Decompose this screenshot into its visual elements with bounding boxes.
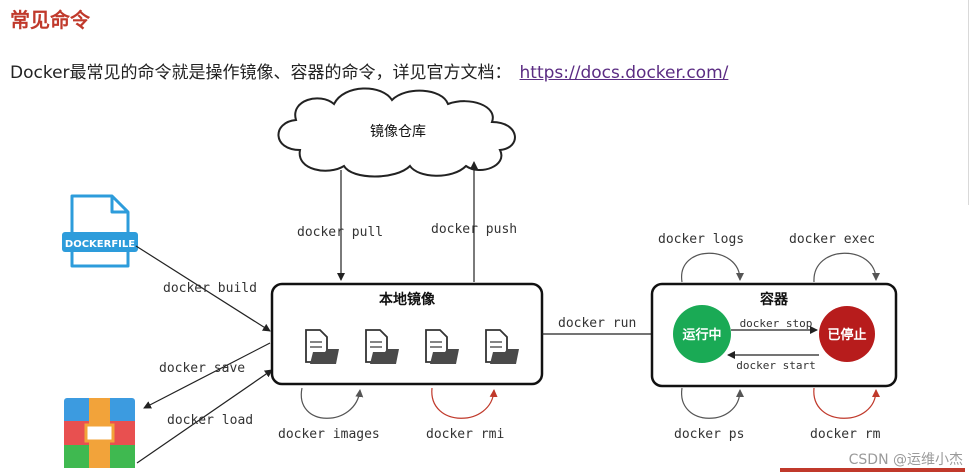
cmd-pull-label: docker pull: [297, 225, 383, 240]
footer-accent-bar: [780, 468, 965, 472]
running-state-badge: [673, 305, 731, 363]
rmi-loop-arrow: [431, 387, 498, 419]
cmd-save-label: docker save: [159, 361, 245, 376]
dockerfile-label: DOCKERFILE: [65, 239, 135, 250]
stopped-label: 已停止: [827, 327, 866, 343]
image-file-icon-1: [305, 329, 339, 364]
cmd-logs-label: docker logs: [658, 232, 744, 247]
cmd-build-label: docker build: [163, 281, 257, 296]
registry-label: 镜像仓库: [370, 124, 426, 140]
intro-text: Docker最常见的命令就是操作镜像、容器的命令，详见官方文档：: [10, 63, 512, 83]
cmd-run-label: docker run: [558, 316, 636, 331]
images-loop-arrow: [300, 387, 364, 419]
cmd-exec-label: docker exec: [789, 232, 875, 247]
build-arrow: [135, 245, 271, 332]
registry-cloud-icon: [277, 87, 516, 178]
cmd-load-label: docker load: [167, 413, 253, 428]
cmd-images-label: docker images: [278, 427, 380, 442]
cmd-rmi-label: docker rmi: [426, 427, 504, 442]
dockerfile-icon: [62, 194, 138, 268]
load-arrow: [136, 369, 273, 464]
exec-loop-arrow: [813, 252, 880, 283]
intro-paragraph: Docker最常见的命令就是操作镜像、容器的命令，详见官方文档： https://…: [10, 58, 728, 83]
page-title: 常见命令: [10, 8, 90, 32]
logs-loop-arrow: [681, 252, 744, 283]
csdn-watermark: CSDN @运维小杰: [848, 452, 963, 468]
image-file-icon-3: [425, 329, 459, 364]
page-edge-divider: [968, 0, 969, 205]
archive-icon: [64, 398, 135, 468]
rm-loop-arrow: [813, 387, 880, 419]
local-images-label: 本地镜像: [379, 291, 436, 308]
container-label: 容器: [759, 291, 789, 308]
ps-loop-arrow: [681, 387, 744, 419]
cmd-rm-label: docker rm: [810, 427, 881, 442]
stopped-state-badge: [819, 306, 875, 362]
image-file-icon-2: [365, 329, 399, 364]
cmd-push-label: docker push: [431, 222, 517, 237]
save-arrow: [143, 342, 271, 409]
cmd-stop-label: docker stop: [740, 317, 813, 330]
docs-link[interactable]: https://docs.docker.com/: [519, 63, 729, 83]
image-file-icon-4: [485, 329, 519, 364]
cmd-ps-label: docker ps: [674, 427, 744, 442]
cmd-start-label: docker start: [736, 359, 815, 372]
running-label: 运行中: [682, 327, 721, 343]
